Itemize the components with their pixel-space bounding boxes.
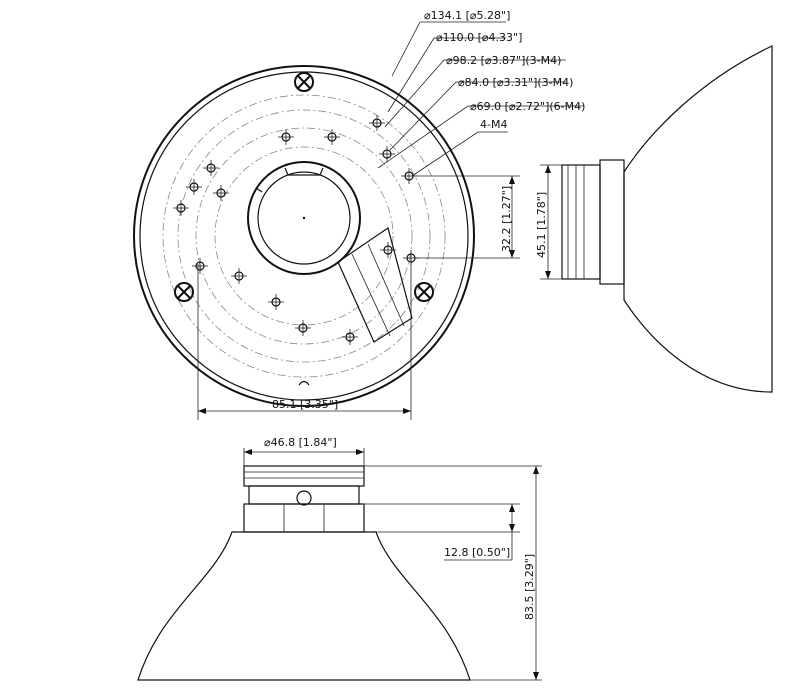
side-bowl [623, 45, 773, 393]
front-bowl [137, 531, 471, 681]
dim-total-height-label: 83.5 [3.29"] [523, 554, 536, 620]
screw-icon [294, 72, 314, 92]
screw-icon [414, 282, 434, 302]
hole-icon [192, 258, 208, 274]
pcd-84-circle [195, 127, 413, 345]
arrow-icon [533, 466, 539, 474]
side-collar [561, 164, 601, 280]
dim-neck-height-label: 12.8 [0.50"] [444, 546, 510, 559]
cable-channel-line [351, 253, 391, 337]
outer-rim [133, 65, 475, 407]
callout-pcd-69: ⌀69.0 [⌀2.72"](6-M4) [470, 100, 585, 113]
hole-icon [342, 329, 358, 345]
arrow-icon [545, 271, 551, 279]
dim-top-diameter-label: ⌀46.8 [1.84"] [264, 436, 337, 449]
hole-icon [369, 115, 385, 131]
hub-center-mark [302, 216, 306, 220]
cable-channel-line [367, 243, 405, 327]
outer-rim-inner [139, 71, 469, 401]
callout-pcd-84: ⌀84.0 [⌀3.31"](3-M4) [458, 76, 573, 89]
pcd-98-circle [177, 109, 431, 363]
arrow-icon [533, 672, 539, 680]
front-cap [243, 465, 365, 487]
arrow-icon [545, 165, 551, 173]
arrow-icon [509, 524, 515, 532]
callout-outer-diameter: ⌀134.1 [⌀5.28"] [424, 9, 510, 22]
hole-icon [379, 146, 395, 162]
hub-notch-left [255, 187, 263, 193]
arrow-icon [244, 449, 252, 455]
m4-holes [173, 115, 419, 345]
dim-width-label: 85.1 [3.35"] [272, 398, 338, 411]
dim-side-height-label: 45.1 [1.78"] [535, 192, 548, 258]
hole-icon [324, 129, 340, 145]
width-dimension [197, 258, 412, 420]
arrow-icon [356, 449, 364, 455]
hole-icon [380, 242, 396, 258]
hole-icon [231, 268, 247, 284]
hole-icon [173, 200, 189, 216]
top-view [133, 21, 584, 420]
rim-notch [298, 380, 310, 386]
hole-icon [186, 179, 202, 195]
hole-icon [203, 160, 219, 176]
callout-leaders [377, 21, 584, 177]
front-view [137, 448, 542, 681]
screw-icon [174, 282, 194, 302]
pcd-110-circle [162, 94, 446, 378]
dim-hole-spacing-label: 32.2 [1.27"] [500, 186, 513, 252]
hole-spacing-dimension [414, 175, 520, 259]
front-collar [248, 485, 360, 505]
arrow-icon [509, 504, 515, 512]
callout-4-m4: 4-M4 [480, 118, 507, 131]
pcd-69-circle [214, 146, 394, 326]
hole-icon [295, 320, 311, 336]
side-flange [599, 159, 625, 285]
hub-bore [257, 171, 351, 265]
hole-icon [278, 129, 294, 145]
front-neck [243, 503, 365, 533]
front-screw-hole [296, 490, 312, 506]
callout-pcd-110: ⌀110.0 [⌀4.33"] [436, 31, 522, 44]
hole-icon [268, 294, 284, 310]
callout-pcd-98: ⌀98.2 [⌀3.87"](3-M4) [446, 54, 561, 67]
hub-notch-top [284, 167, 324, 176]
hole-icon [213, 185, 229, 201]
side-view [540, 45, 773, 393]
hub-outer [247, 161, 361, 275]
cable-channel [337, 227, 413, 343]
